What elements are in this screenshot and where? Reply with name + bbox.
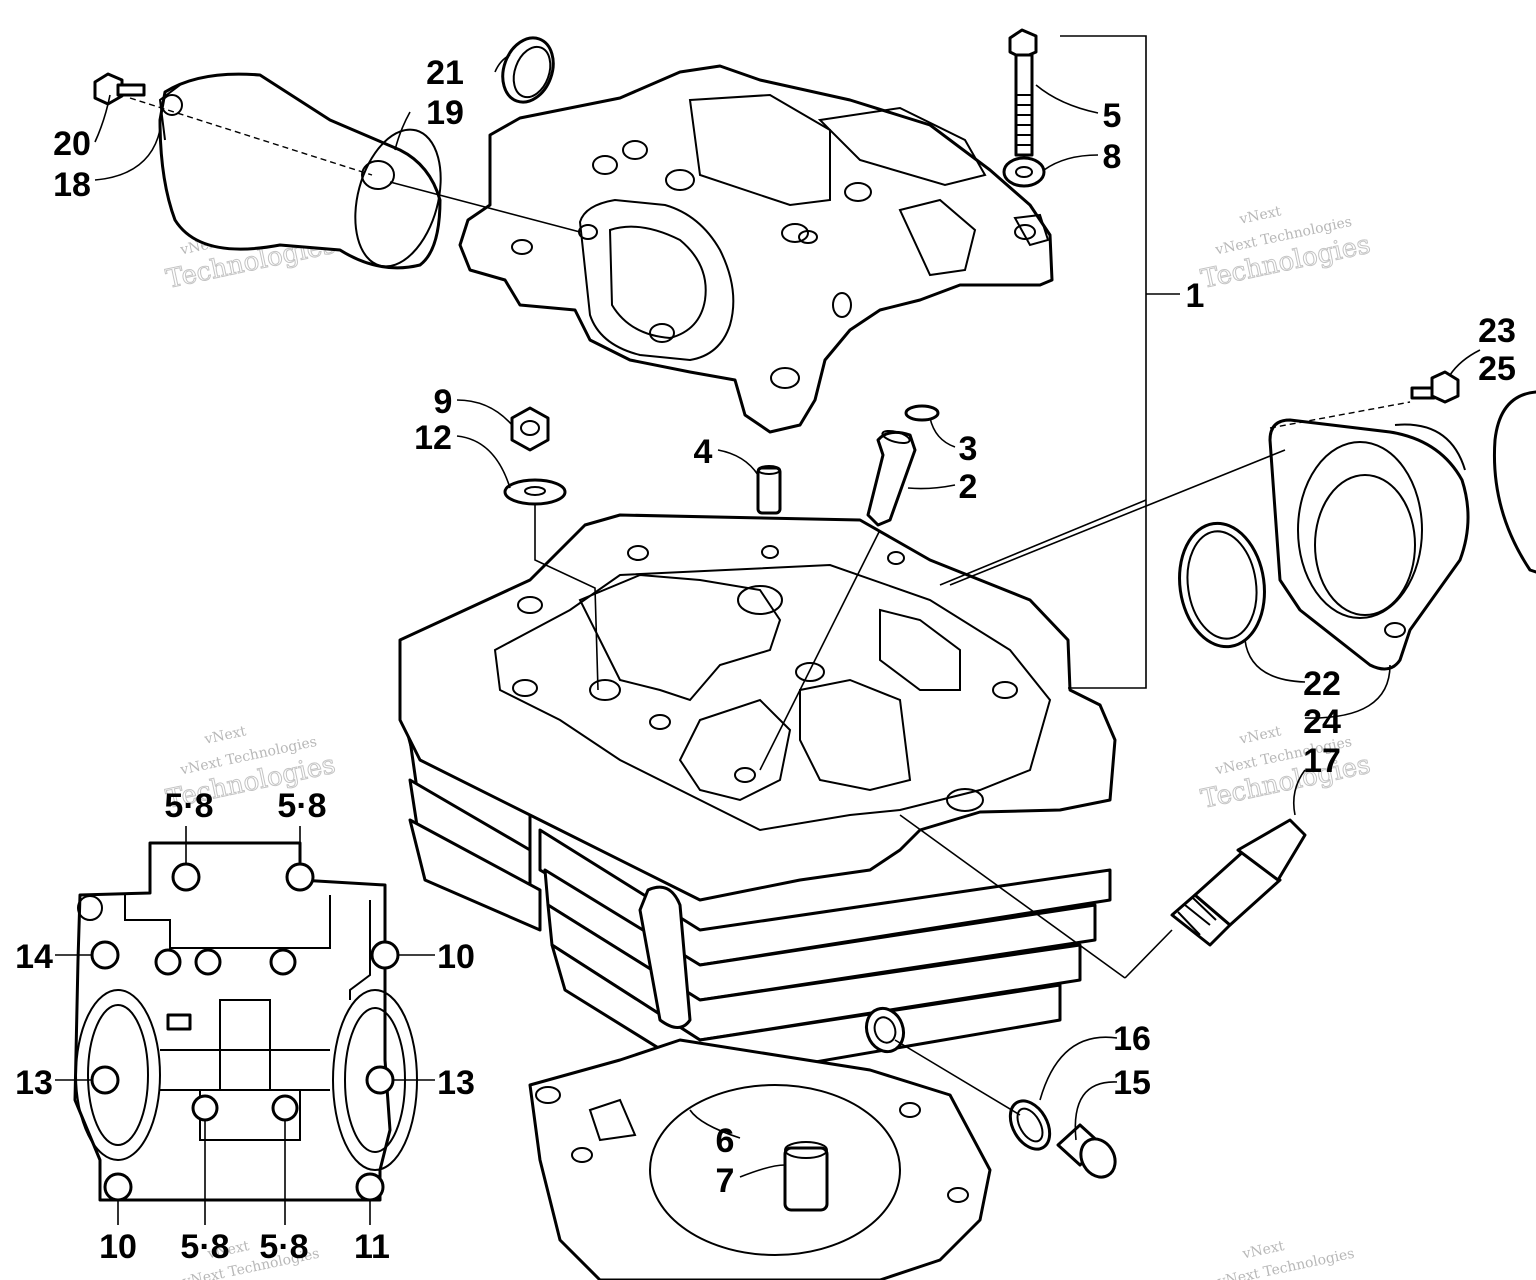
callout-16: 16 <box>1113 1020 1151 1058</box>
spark-plug <box>1124 818 1307 979</box>
bolt <box>93 72 146 106</box>
callout-13-right: 13 <box>437 1064 475 1102</box>
callout-5-8-top-right: 5·8 <box>277 787 326 825</box>
callout-7: 7 <box>716 1162 735 1200</box>
torque-sequence-inset <box>73 841 418 1202</box>
plug-leader <box>899 814 1126 979</box>
group-bracket <box>939 35 1180 689</box>
callout-11: 11 <box>354 1228 390 1266</box>
callout-14: 14 <box>15 938 53 976</box>
callout-24: 24 <box>1303 703 1341 741</box>
nut-leader <box>534 505 599 691</box>
callout-18: 18 <box>53 166 91 204</box>
leader-lines <box>55 54 1481 1225</box>
watermark-brand: vNext <box>202 723 248 748</box>
callout-2: 2 <box>959 468 978 506</box>
drain-leader <box>894 1039 1021 1116</box>
cylinder-head <box>398 513 1117 1082</box>
callout-10-bottom: 10 <box>99 1228 137 1266</box>
watermark-mid-right: vNext vNext Technologies Technologies <box>1198 723 1374 815</box>
callout-5-8-bottom-left: 5·8 <box>180 1228 229 1266</box>
nut <box>510 406 550 452</box>
callout-5-8-bottom-right: 5·8 <box>259 1228 308 1266</box>
washer <box>1002 156 1046 188</box>
valve-cover <box>458 64 1054 434</box>
callout-9: 9 <box>434 383 453 421</box>
head-gasket <box>528 1038 992 1280</box>
callout-23: 23 <box>1478 312 1516 350</box>
watermark-brand: vNext <box>1237 723 1283 748</box>
callout-5: 5 <box>1103 97 1122 135</box>
drain-plug <box>1056 1123 1117 1179</box>
watermark-top-right: vNext vNext Technologies Technologies <box>1198 203 1374 295</box>
callout-5-8-top-left: 5·8 <box>164 787 213 825</box>
water-outlet-housing <box>949 401 1470 671</box>
flat-washer <box>503 478 567 506</box>
callout-3: 3 <box>959 430 978 468</box>
watermark-brand: vNext <box>1240 1238 1286 1263</box>
watermark-line: vNext Technologies <box>1216 1246 1356 1280</box>
valve-guide <box>866 429 917 527</box>
callout-25: 25 <box>1478 350 1516 388</box>
callout-22: 22 <box>1303 665 1341 703</box>
callout-21: 21 <box>426 54 464 92</box>
callout-15: 15 <box>1113 1064 1151 1102</box>
callout-17: 17 <box>1303 742 1341 780</box>
callout-4: 4 <box>694 433 713 471</box>
callout-20: 20 <box>53 125 91 163</box>
callout-6: 6 <box>716 1122 735 1160</box>
o-ring-plug <box>501 36 555 104</box>
hose-partial <box>1492 390 1536 574</box>
drain-washer <box>1008 1099 1052 1151</box>
intake-tube <box>93 72 581 270</box>
callout-12: 12 <box>414 419 452 457</box>
callout-19: 19 <box>426 94 464 132</box>
head-bolt <box>1008 28 1038 157</box>
watermark-bottom-right: vNext vNext Technologies <box>1216 1238 1356 1280</box>
housing-bolt <box>1410 370 1460 404</box>
gasket-dowel <box>783 1141 829 1212</box>
guide-clip <box>904 404 940 422</box>
guide-leader <box>759 529 881 771</box>
callout-13-left: 13 <box>15 1064 53 1102</box>
housing-o-ring <box>1178 521 1266 649</box>
watermark-brand: vNext <box>1237 203 1283 228</box>
callouts: 1 2 3 4 5 8 9 12 20 18 19 21 23 25 22 24… <box>15 54 1516 1266</box>
callout-10-right: 10 <box>437 938 475 976</box>
callout-8: 8 <box>1103 138 1122 176</box>
dowel-pin <box>756 465 782 515</box>
callout-1: 1 <box>1186 277 1205 315</box>
